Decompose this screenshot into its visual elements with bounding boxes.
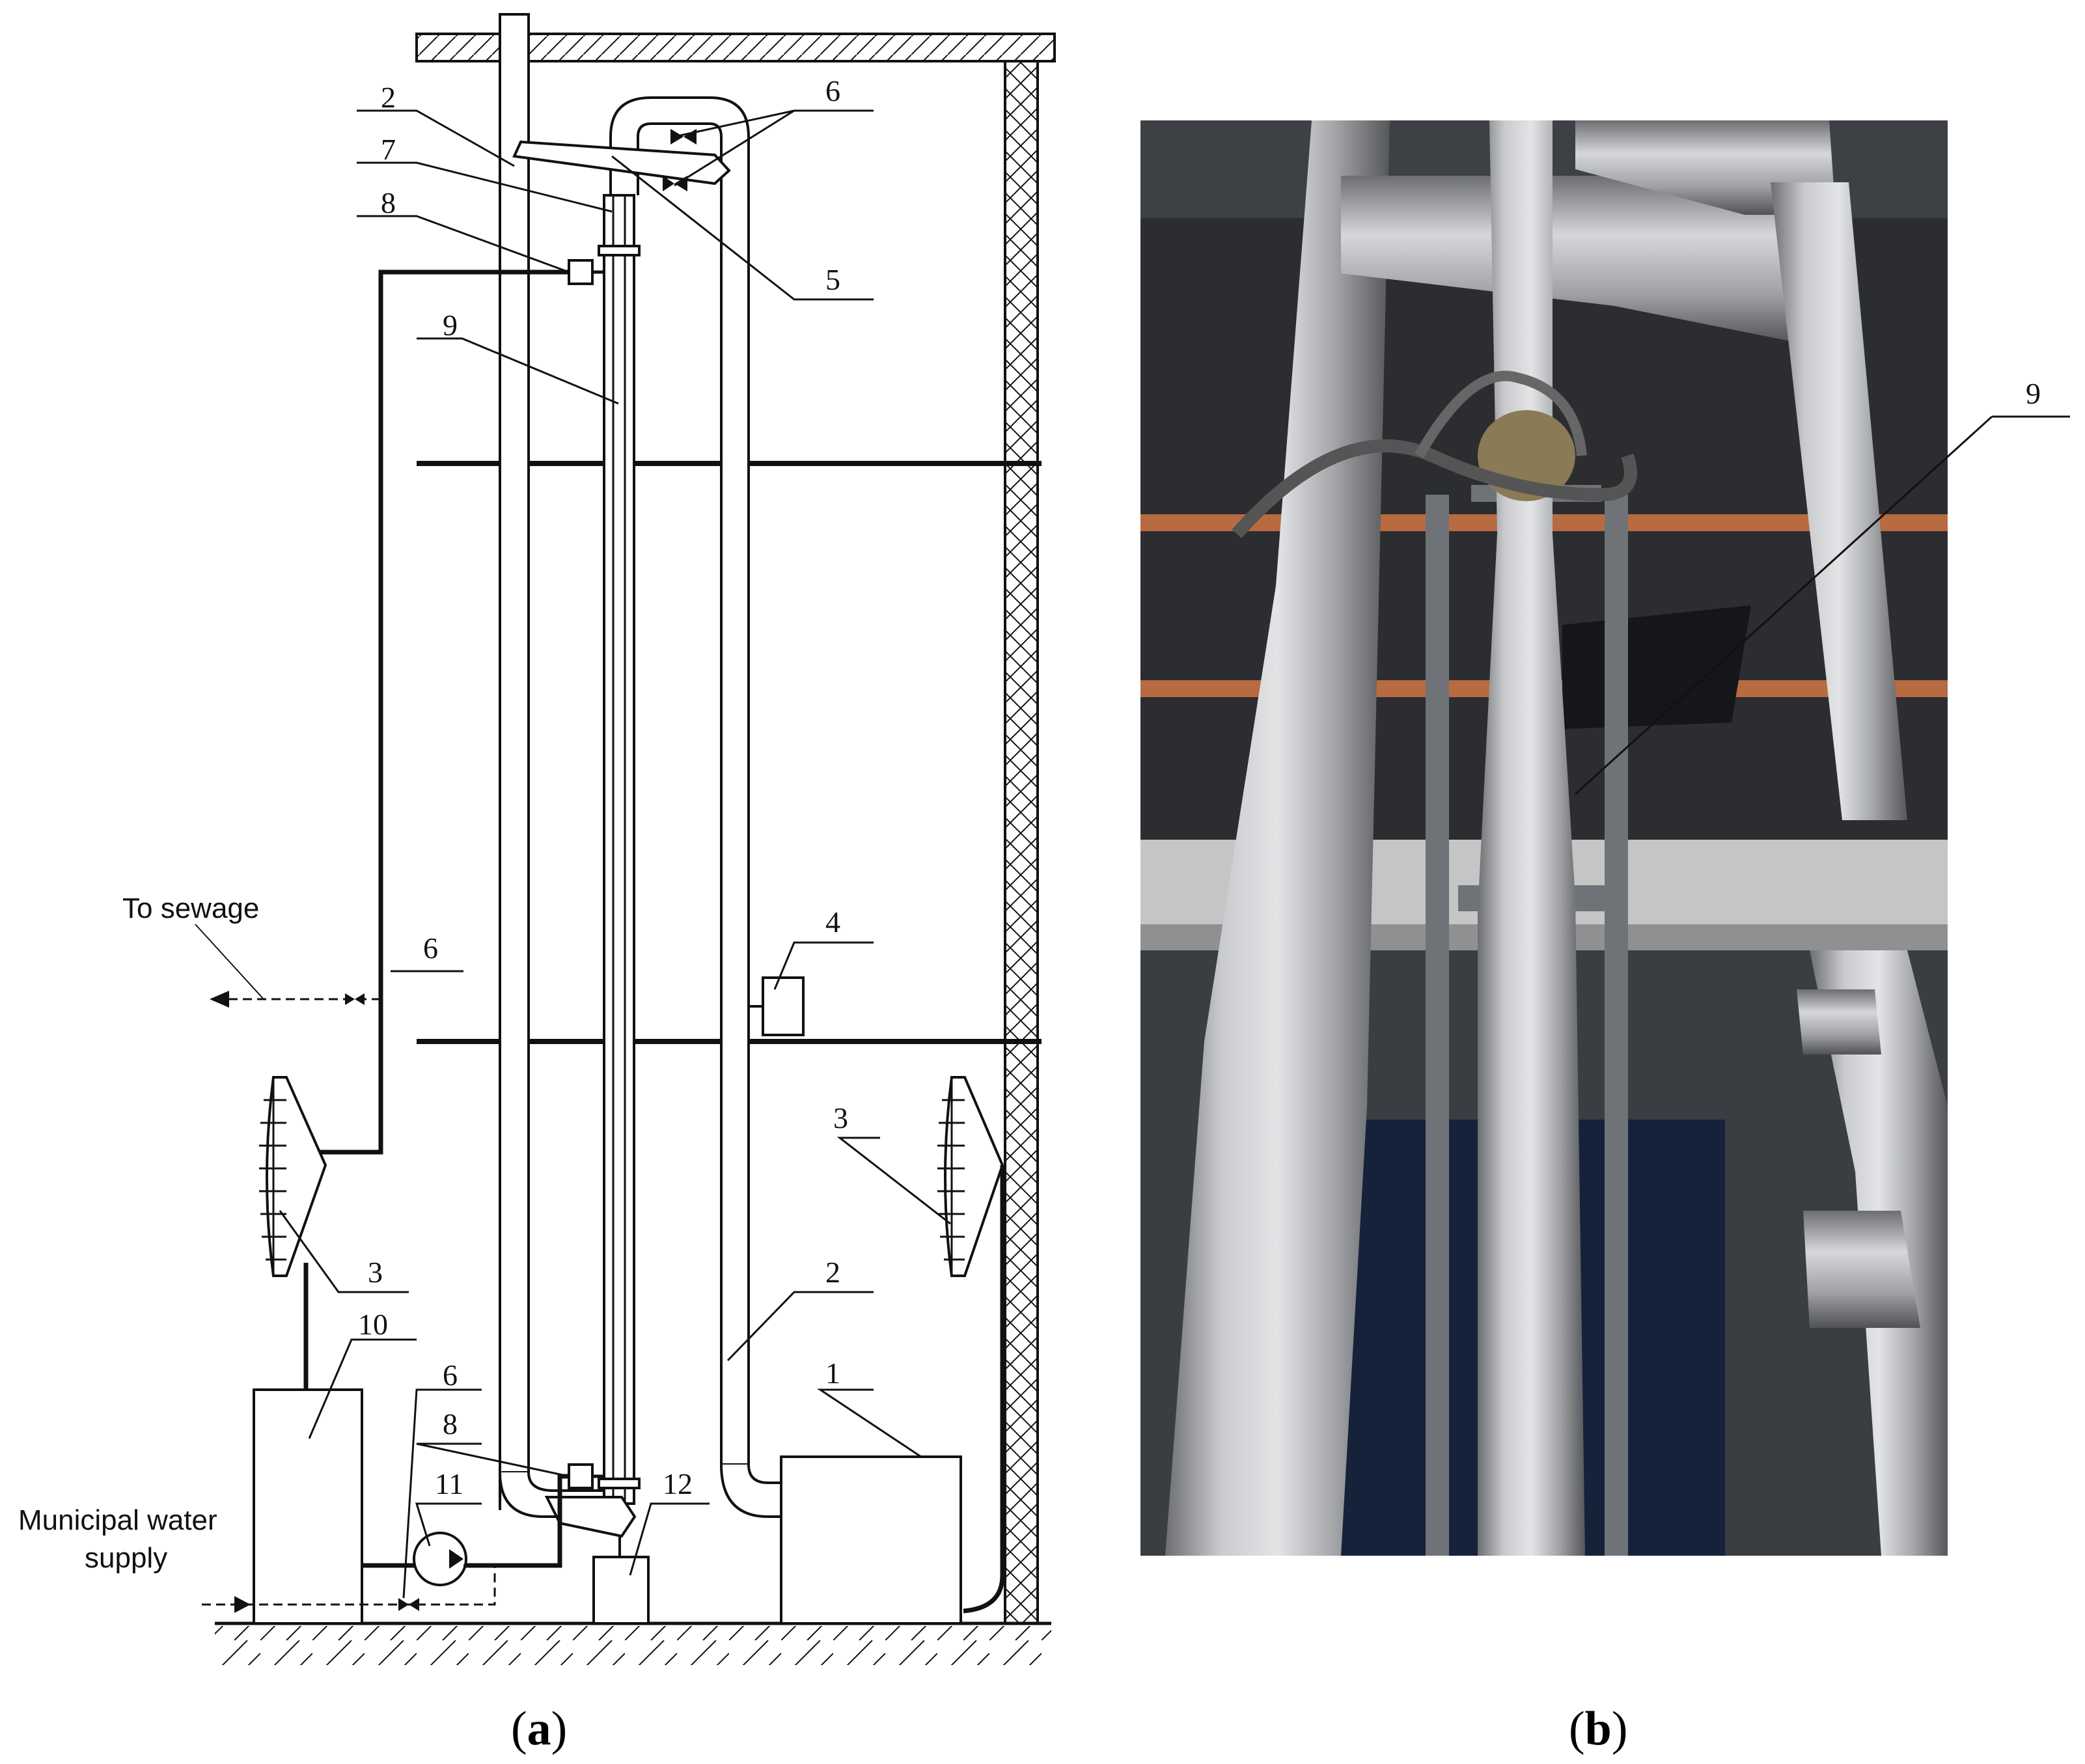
sewage-arrow (210, 991, 229, 1008)
caption-b-letter: b (1585, 1702, 1612, 1756)
panel-a-schematic: 2 7 8 6 5 9 4 6 3 3 2 10 6 8 11 12 1 To … (18, 13, 1056, 1665)
pump-11-arrow (449, 1549, 463, 1569)
photo-top-right-pipe (1575, 120, 1836, 215)
label-4: 4 (825, 905, 840, 939)
valve-6-bottom (398, 1598, 419, 1611)
caption-a: (a) (511, 1702, 567, 1756)
photo-post-right (1605, 495, 1628, 1556)
label-11: 11 (435, 1467, 463, 1500)
photo-left-pipe (1165, 120, 1390, 1556)
label-8-bottom: 8 (443, 1407, 458, 1440)
photo-right-riser (1771, 182, 1907, 820)
pipe-2-left (499, 13, 530, 1511)
photo-label-9: 9 (2026, 377, 2041, 410)
flange-bottom (598, 1478, 641, 1489)
sensor-8-top (568, 259, 594, 285)
label-5: 5 (825, 263, 840, 296)
pipe-2-right-bend (720, 1464, 782, 1518)
svg-text:(b): (b) (1569, 1702, 1627, 1756)
photo-post-left (1426, 495, 1449, 1556)
caption-b: (b) (1569, 1702, 1627, 1756)
heat-exchanger-3-left (259, 1076, 327, 1277)
svg-text:(a): (a) (511, 1702, 567, 1756)
photo-horizontal-pipe (1341, 176, 1810, 345)
cooling-line (319, 269, 569, 1155)
test-section-9 (603, 194, 635, 1505)
label-9-a: 9 (443, 309, 458, 342)
box-1 (780, 1455, 962, 1625)
label-1: 1 (825, 1357, 840, 1390)
water-supply-dashed (202, 1564, 496, 1606)
flange-top (598, 245, 641, 256)
photo-cable-2 (1415, 370, 1587, 458)
panel-b-photo: 9 (1140, 120, 2070, 1556)
photo-tee-pipe (1803, 1211, 1920, 1328)
photo-small-stub (1797, 989, 1881, 1054)
leader-lines (279, 109, 951, 1599)
label-7: 7 (381, 133, 396, 166)
label-2-right: 2 (825, 1256, 840, 1289)
label-10: 10 (358, 1308, 388, 1341)
label-6-bottom: 6 (443, 1358, 458, 1392)
tank-10 (253, 1388, 363, 1625)
label-12: 12 (663, 1467, 693, 1500)
valve-6-top-b (663, 176, 687, 191)
sewage-label: To sewage (122, 892, 259, 924)
label-3-right: 3 (833, 1101, 848, 1135)
photo-cable (1232, 439, 1637, 538)
label-8-top: 8 (381, 186, 396, 219)
sensor-8-bottom (568, 1463, 594, 1489)
label-3-left: 3 (368, 1256, 383, 1289)
sewage-lead-diagonal (195, 924, 264, 1000)
label-2-top: 2 (381, 81, 396, 114)
right-exchanger-line (963, 1165, 1005, 1614)
water-supply-label-line2: supply (85, 1542, 167, 1574)
right-wall (1004, 60, 1039, 1625)
ground-hatch (215, 1626, 1051, 1665)
pump-11 (413, 1532, 467, 1586)
water-supply-label-line1: Municipal water (18, 1504, 217, 1536)
water-supply-arrow (234, 1596, 251, 1613)
box-12 (592, 1556, 650, 1625)
valve-6-left (345, 993, 365, 1005)
photo-label-9-leader (1574, 415, 1993, 795)
label-6-top: 6 (825, 74, 840, 107)
photo-panel (1562, 605, 1751, 729)
box-4 (762, 976, 805, 1036)
pipe-upper-loop (609, 96, 750, 1466)
heat-exchanger-3-right (937, 1076, 1004, 1277)
caption-a-letter: a (527, 1702, 551, 1756)
label-6-left: 6 (423, 931, 438, 965)
